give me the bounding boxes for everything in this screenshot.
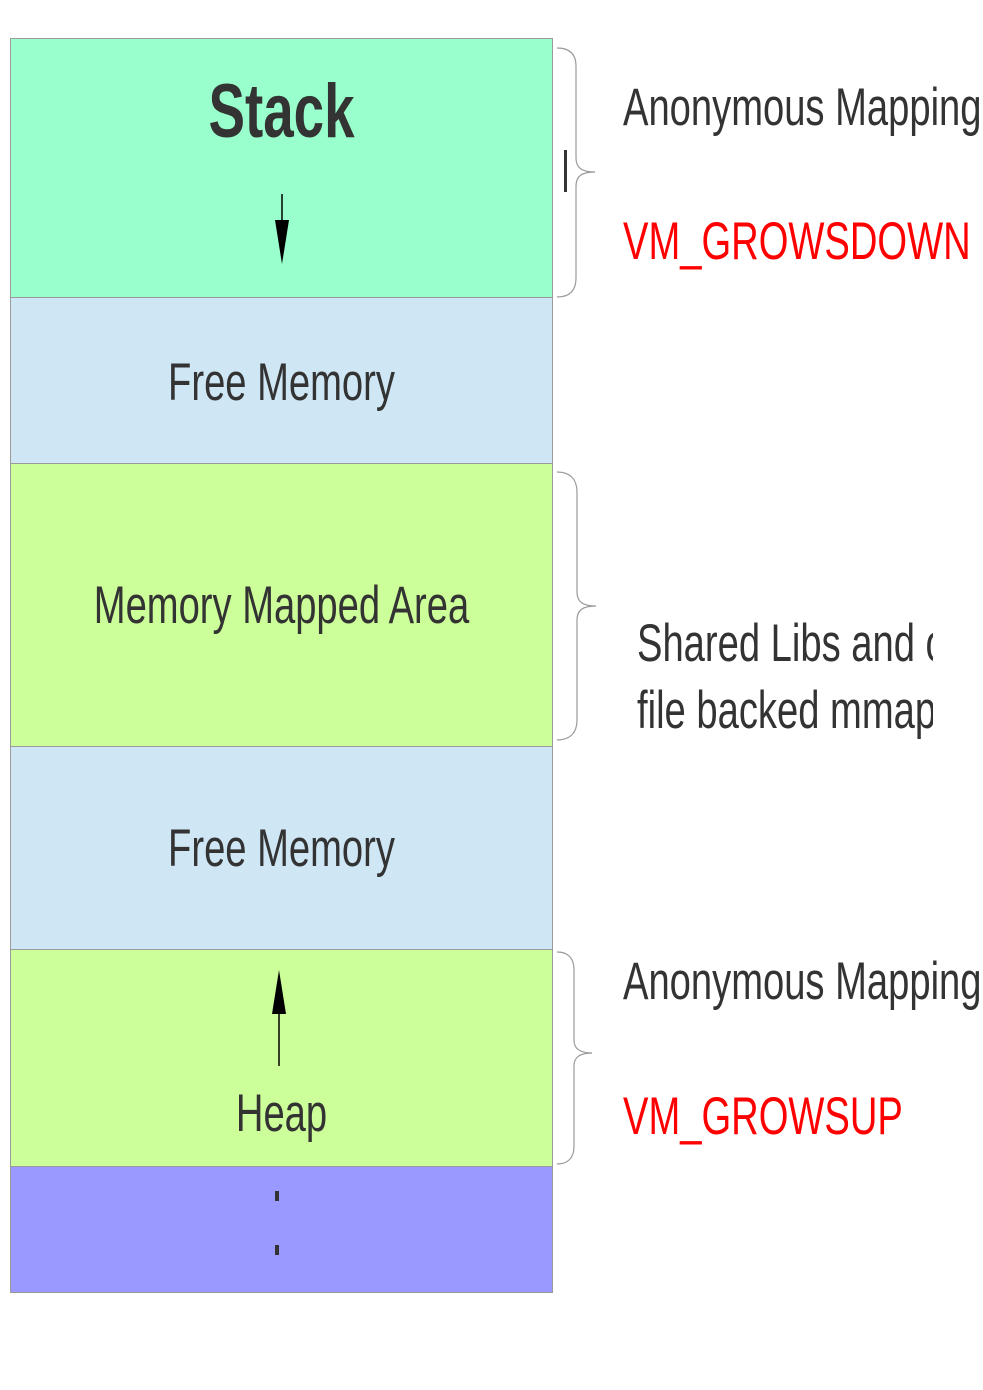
- heap-mapping-annotation: Anonymous Mapping: [623, 952, 982, 1011]
- stack-mapping-annotation: Anonymous Mapping: [623, 78, 982, 137]
- stack-flag-annotation: VM_GROWSDOWN: [623, 212, 971, 271]
- text-cursor-mark: [564, 150, 567, 192]
- ellipsis-dot: [275, 1191, 279, 1201]
- heap-segment: [10, 949, 553, 1167]
- free-memory-segment-bottom: [10, 746, 553, 950]
- stack-brace-icon: [556, 47, 596, 298]
- free-memory-label-top: Free Memory: [168, 353, 395, 412]
- mmap-annotation-line1: Shared Libs and other: [637, 614, 933, 673]
- lower-segment: [10, 1166, 553, 1293]
- mmap-brace-icon: [556, 471, 597, 741]
- ellipsis-dot: [275, 1245, 279, 1255]
- grows-up-arrow-icon: [272, 970, 286, 1066]
- free-memory-label-bottom: Free Memory: [168, 819, 395, 878]
- heap-brace-icon: [556, 951, 593, 1165]
- stack-label: Stack: [208, 69, 355, 154]
- heap-label: Heap: [235, 1084, 328, 1143]
- heap-flag-annotation: VM_GROWSUP: [623, 1087, 903, 1146]
- grows-down-arrow-icon: [275, 194, 289, 264]
- mmap-annotation-line2: file backed mmaps: [637, 681, 933, 740]
- free-memory-segment-top: [10, 297, 553, 464]
- mmap-annotation: Shared Libs and other file backed mmaps: [637, 614, 933, 744]
- memory-mapped-label: Memory Mapped Area: [93, 576, 470, 635]
